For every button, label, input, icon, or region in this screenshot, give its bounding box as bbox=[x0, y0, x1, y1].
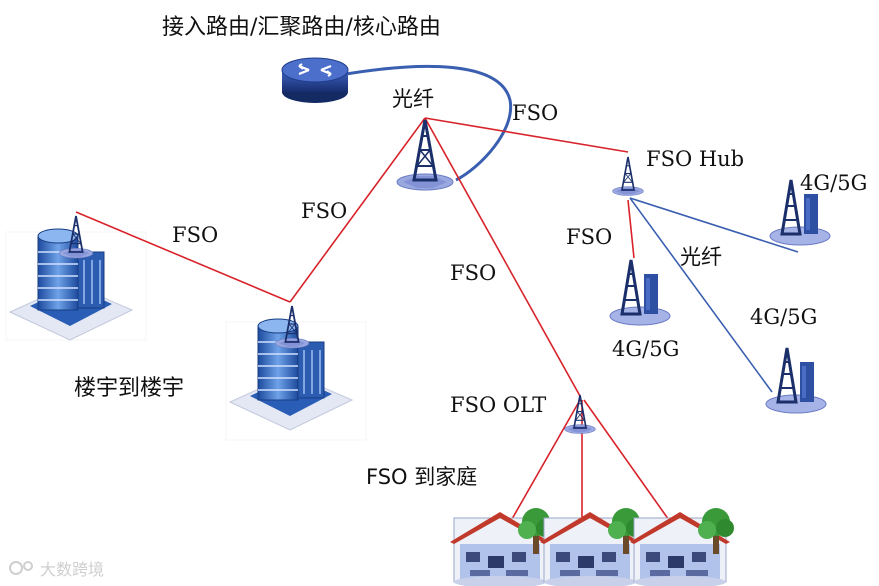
tower-icon-hub bbox=[611, 156, 645, 197]
fso-link-building-building bbox=[75, 211, 291, 303]
watermark-logo: 大数跨境 bbox=[9, 560, 104, 579]
cell-bottom-label: 4G/5G bbox=[750, 305, 817, 329]
cell-mid-label: 4G/5G bbox=[612, 337, 679, 361]
fso-hub-label: FSO Hub bbox=[646, 147, 744, 171]
building-to-building-label: 楼宇到楼宇 bbox=[74, 376, 184, 401]
cell-site-icon-bottom bbox=[764, 346, 828, 415]
fso-building-label: FSO bbox=[172, 223, 218, 247]
fiber-hub-label: 光纤 bbox=[680, 245, 722, 269]
router-title-label: 接入路由/汇聚路由/核心路由 bbox=[162, 15, 441, 40]
fso-home-label: FSO 到家庭 bbox=[366, 465, 477, 489]
fso-center-label: FSO bbox=[450, 261, 496, 285]
fiber-link-hub-bottomcell bbox=[629, 197, 773, 393]
fiber-link-router-center bbox=[345, 64, 513, 182]
fiber-link-hub-topcell bbox=[629, 197, 799, 253]
fso-router-label: FSO bbox=[512, 101, 558, 125]
fso-left-upper-label: FSO bbox=[301, 199, 347, 223]
fso-link-center-hub bbox=[424, 117, 629, 153]
fso-hub-down-label: FSO bbox=[566, 225, 612, 249]
tower-icon-center bbox=[395, 118, 455, 192]
watermark-text: 大数跨境 bbox=[40, 560, 104, 579]
fso-link-olt-house-3 bbox=[583, 399, 677, 531]
building-backdrop-left bbox=[5, 231, 147, 341]
fso-link-olt-house-1 bbox=[499, 399, 581, 541]
fso-olt-label: FSO OLT bbox=[450, 393, 546, 417]
router-icon bbox=[281, 57, 349, 103]
building-backdrop-right bbox=[225, 321, 367, 441]
building-icon-right bbox=[229, 318, 353, 431]
fso-link-hub-cell bbox=[627, 199, 635, 259]
fso-link-center-building bbox=[289, 117, 426, 303]
fiber-top-label: 光纤 bbox=[392, 87, 434, 111]
cell-site-icon-mid bbox=[608, 258, 672, 327]
cell-top-label: 4G/5G bbox=[800, 171, 867, 195]
fso-link-center-olt bbox=[424, 117, 581, 397]
